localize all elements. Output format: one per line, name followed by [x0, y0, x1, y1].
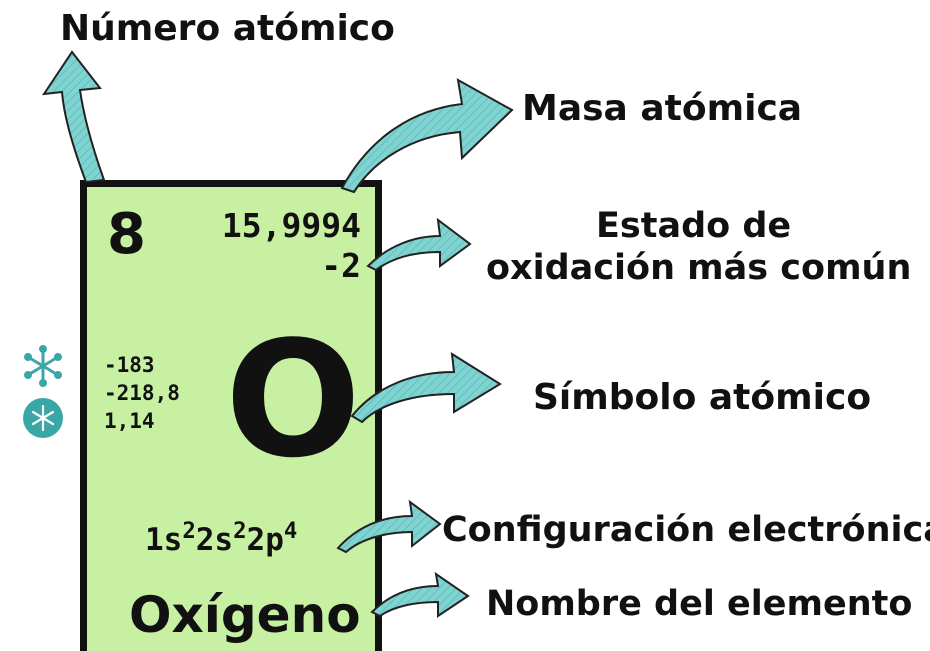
label-atomic-symbol: Símbolo atómico: [533, 377, 872, 418]
oxidation-state-value: -2: [321, 246, 361, 285]
element-card: 8 15,9994 -2 -183 -218,8 1,14 O 1s22s22p…: [80, 180, 382, 651]
config-electrons-1: 2: [182, 517, 196, 544]
label-oxidation-state-line2: oxidación más común: [486, 248, 912, 288]
snowflake-icon: [24, 345, 62, 387]
electron-configuration-value: 1s22s22p4: [145, 520, 297, 558]
label-electron-configuration: Configuración electrónica: [442, 510, 930, 550]
label-atomic-mass: Masa atómica: [522, 88, 803, 129]
boiling-point-value: -183: [104, 353, 155, 377]
atomic-number-arrow: [41, 50, 106, 184]
electron-configuration-arrow: [336, 499, 442, 554]
config-orbital-3: 2p: [246, 522, 284, 558]
label-atomic-number: Número atómico: [60, 8, 395, 49]
melting-point-value: -218,8: [104, 381, 180, 405]
oxidation-state-arrow: [366, 217, 472, 272]
element-name-value: Oxígeno: [129, 586, 361, 644]
config-electrons-2: 2: [233, 517, 247, 544]
atomic-symbol-arrow: [350, 352, 502, 424]
element-name-arrow: [370, 571, 470, 618]
config-electrons-3: 4: [283, 517, 298, 544]
density-value: 1,14: [104, 409, 155, 433]
atomic-number-value: 8: [107, 202, 146, 267]
label-oxidation-state-line1: Estado de: [596, 206, 792, 246]
atomic-mass-value: 15,9994: [221, 206, 361, 245]
atomic-mass-arrow: [340, 78, 514, 194]
config-orbital-2: 2s: [195, 522, 234, 558]
config-orbital-1: 1s: [145, 522, 183, 558]
atomic-symbol-value: O: [225, 306, 362, 493]
label-element-name: Nombre del elemento: [486, 584, 913, 624]
snowflake-badge-icon: [23, 398, 63, 438]
